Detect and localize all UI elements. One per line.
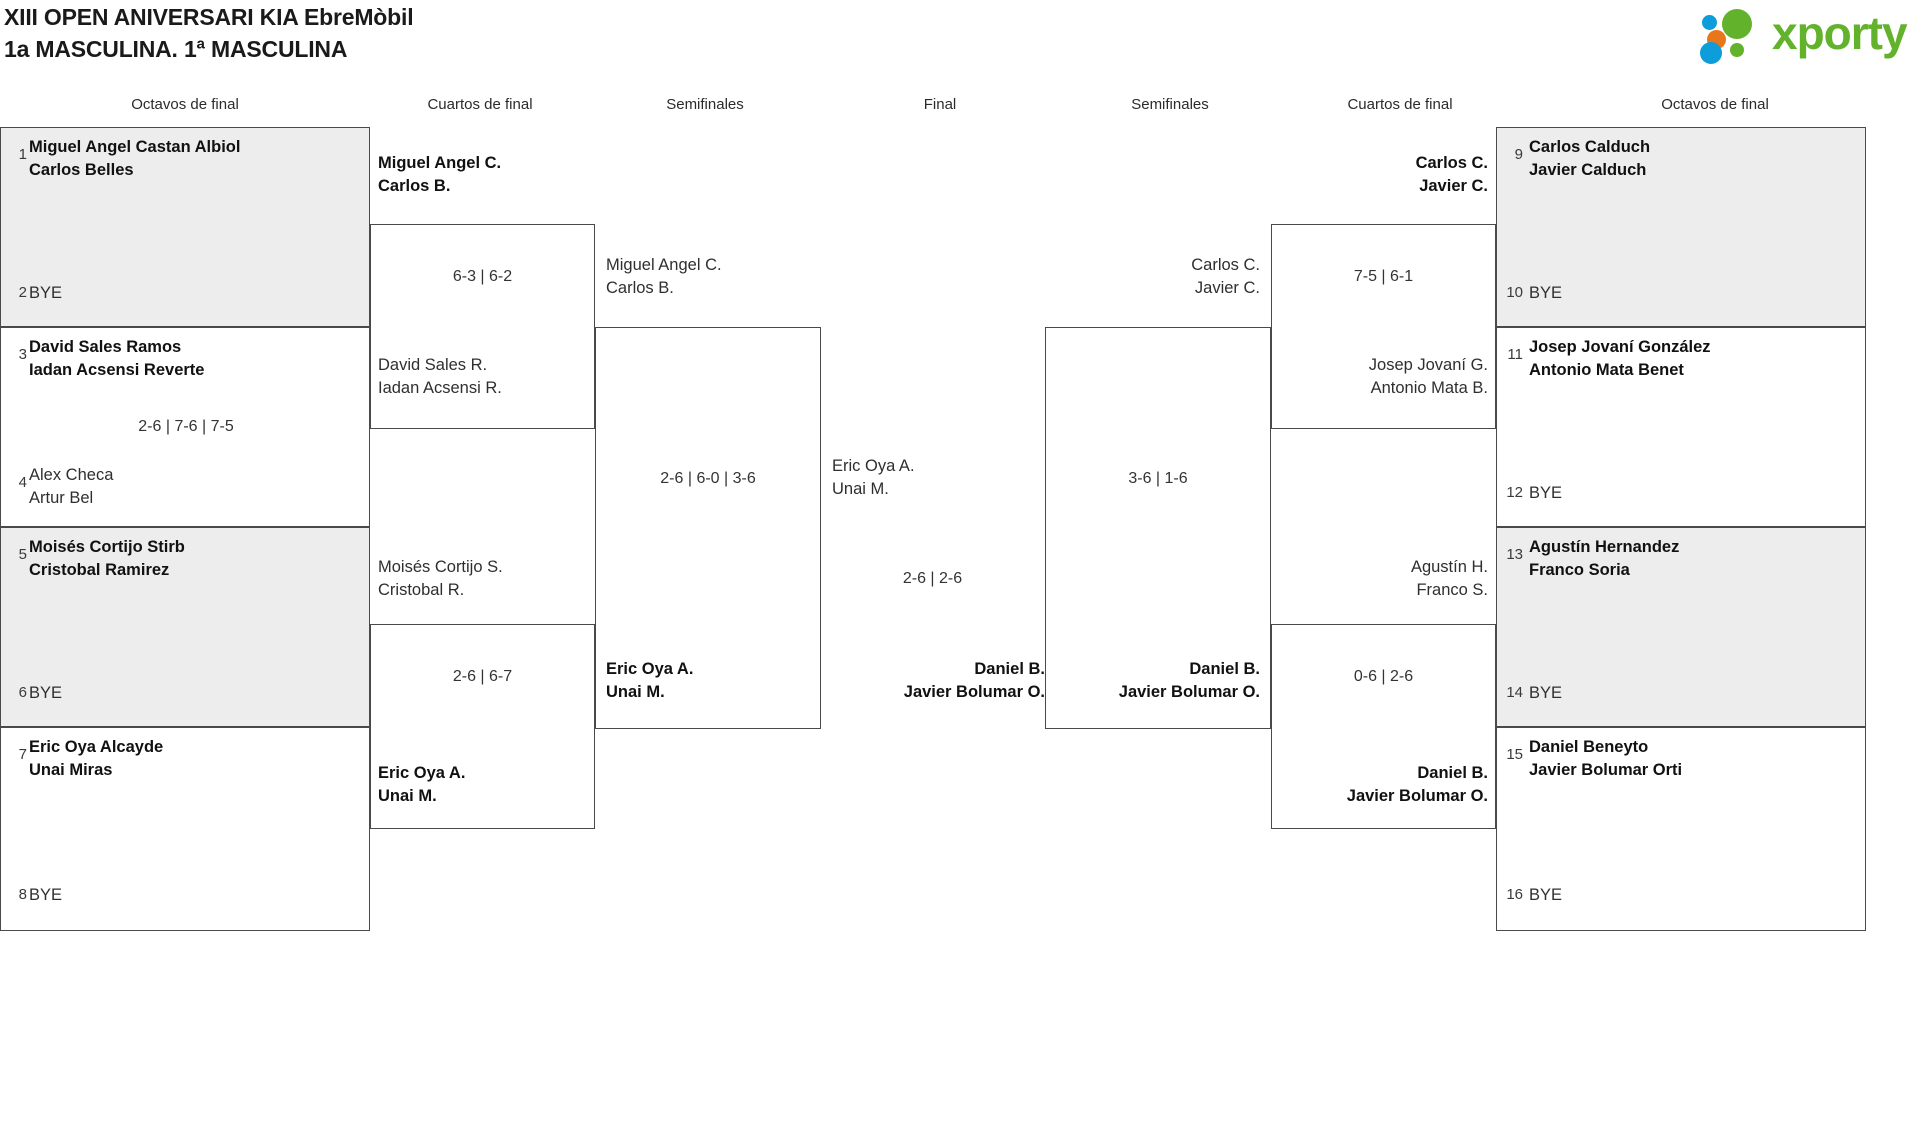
entrant-names-left-qf-2-top: Moisés Cortijo S. Cristobal R. <box>378 558 503 599</box>
entrant-names: Miguel Angel Castan Albiol Carlos Belles <box>29 138 241 179</box>
entrant-names-right-sf-top: Carlos C. Javier C. <box>1191 256 1260 297</box>
seed-number: 5 <box>18 546 27 563</box>
match-score-left-qf-1: 6-3 | 6-2 <box>452 268 513 285</box>
entrant-names: BYE <box>1529 886 1563 904</box>
seed-number: 12 <box>1506 484 1523 501</box>
match-box-left-r16-3[interactable]: 5 Moisés Cortijo Stirb Cristobal Ramirez… <box>0 527 370 727</box>
match-box-right-r16-1[interactable]: 9 Carlos Calduch Javier Calduch 10 BYE <box>1496 127 1866 327</box>
seed-number: 1 <box>18 146 27 163</box>
connector-right-qf-2 <box>1271 624 1496 829</box>
entrant-names: BYE <box>1529 484 1563 502</box>
seed-number: 15 <box>1506 746 1523 763</box>
match-score: 2-6 | 7-6 | 7-5 <box>138 418 234 435</box>
seed-number: 16 <box>1506 886 1523 903</box>
seed-number: 9 <box>1514 146 1523 163</box>
entrant-names: Alex Checa Artur Bel <box>29 466 114 507</box>
xporty-logo[interactable]: xporty <box>1700 5 1915 64</box>
entrant-names: Daniel Beneyto Javier Bolumar Orti <box>1529 738 1683 779</box>
match-score-right-qf-1: 7-5 | 6-1 <box>1353 268 1414 285</box>
entrant-names: BYE <box>1529 284 1563 302</box>
match-box-right-r16-2[interactable]: 11 Josep Jovaní González Antonio Mata Be… <box>1496 327 1866 527</box>
entrant-names: BYE <box>1529 684 1563 702</box>
seed-number: 4 <box>18 474 27 491</box>
match-box-right-r16-3[interactable]: 13 Agustín Hernandez Franco Soria 14 BYE <box>1496 527 1866 727</box>
seed-number: 10 <box>1506 284 1523 301</box>
seed-number: 7 <box>18 746 27 763</box>
round-header-left-sf: Semifinales <box>666 96 744 113</box>
round-header-left-r16: Octavos de final <box>131 96 239 113</box>
connector-left-qf-2 <box>370 624 595 829</box>
seed-number: 11 <box>1507 346 1523 363</box>
entrant-names: Eric Oya Alcayde Unai Miras <box>29 738 164 779</box>
seed-number: 3 <box>18 346 27 363</box>
seed-number: 8 <box>18 886 27 903</box>
logo-wordmark: xporty <box>1772 7 1908 59</box>
entrant-names-left-sf-top: Miguel Angel C. Carlos B. <box>606 256 722 297</box>
match-box-left-r16-2[interactable]: 3 David Sales Ramos Iadan Acsensi Revert… <box>0 327 370 527</box>
connector-right-qf-1 <box>1271 224 1496 429</box>
round-header-right-qf: Cuartos de final <box>1347 96 1453 113</box>
entrant-names-left-qf-1-top: Miguel Angel C. Carlos B. <box>378 154 502 195</box>
match-score-right-sf: 3-6 | 1-6 <box>1128 470 1188 487</box>
seed-number: 14 <box>1506 684 1523 701</box>
round-header-left-qf: Cuartos de final <box>427 96 533 113</box>
match-score-right-qf-2: 0-6 | 2-6 <box>1353 668 1414 685</box>
match-score-left-qf-2: 2-6 | 6-7 <box>452 668 513 685</box>
match-box-left-r16-1[interactable]: 1 Miguel Angel Castan Albiol Carlos Bell… <box>0 127 370 327</box>
entrant-names: David Sales Ramos Iadan Acsensi Reverte <box>29 338 205 379</box>
connector-left-qf-1 <box>370 224 595 429</box>
round-header-right-r16: Octavos de final <box>1661 96 1769 113</box>
entrant-names: BYE <box>29 284 63 302</box>
match-box-right-r16-4[interactable]: 15 Daniel Beneyto Javier Bolumar Orti 16… <box>1496 727 1866 931</box>
entrant-names: Carlos Calduch Javier Calduch <box>1529 138 1651 179</box>
seed-number: 6 <box>18 684 27 701</box>
entrant-names: Moisés Cortijo Stirb Cristobal Ramirez <box>29 538 185 579</box>
entrant-names: Josep Jovaní González Antonio Mata Benet <box>1529 338 1711 379</box>
entrant-names-final-top: Eric Oya A. Unai M. <box>832 457 915 498</box>
entrant-names-right-qf-2-top: Agustín H. Franco S. <box>1410 558 1488 599</box>
round-header-final: Final <box>923 96 957 113</box>
tournament-title: XIII OPEN ANIVERSARI KIA EbreMòbil <box>4 4 414 30</box>
match-score-left-sf: 2-6 | 6-0 | 3-6 <box>660 470 756 487</box>
entrant-names-right-qf-2-bottom: Daniel B. Javier Bolumar O. <box>1346 764 1488 805</box>
entrant-names-final-bottom: Daniel B. Javier Bolumar O. <box>903 660 1045 701</box>
seed-number: 2 <box>18 284 27 301</box>
entrant-names-left-qf-1-bottom: David Sales R. Iadan Acsensi R. <box>378 356 502 397</box>
round-header-right-sf: Semifinales <box>1131 96 1209 113</box>
entrant-names-right-qf-1-top: Carlos C. Javier C. <box>1415 154 1488 195</box>
seed-number: 13 <box>1506 546 1523 563</box>
page-header: XIII OPEN ANIVERSARI KIA EbreMòbil 1a MA… <box>0 0 1920 82</box>
entrant-names-right-sf-bottom: Daniel B. Javier Bolumar O. <box>1118 660 1260 701</box>
entrant-names-right-qf-1-bottom: Josep Jovaní G. Antonio Mata B. <box>1368 356 1488 397</box>
match-score-final: 2-6 | 2-6 <box>902 570 963 587</box>
tournament-subtitle: 1a MASCULINA. 1ª MASCULINA <box>4 36 348 62</box>
connector-left-sf-1 <box>595 327 821 729</box>
entrant-names: Agustín Hernandez Franco Soria <box>1529 538 1680 579</box>
entrant-names: BYE <box>29 684 63 702</box>
entrant-names: BYE <box>29 886 63 904</box>
match-box-left-r16-4[interactable]: 7 Eric Oya Alcayde Unai Miras 8 BYE <box>0 727 370 931</box>
entrant-names-left-qf-2-bottom: Eric Oya A. Unai M. <box>378 764 466 805</box>
entrant-names-left-sf-bottom: Eric Oya A. Unai M. <box>606 660 694 701</box>
logo-dots-icon <box>1700 9 1768 64</box>
connector-right-sf-1 <box>1045 327 1271 729</box>
